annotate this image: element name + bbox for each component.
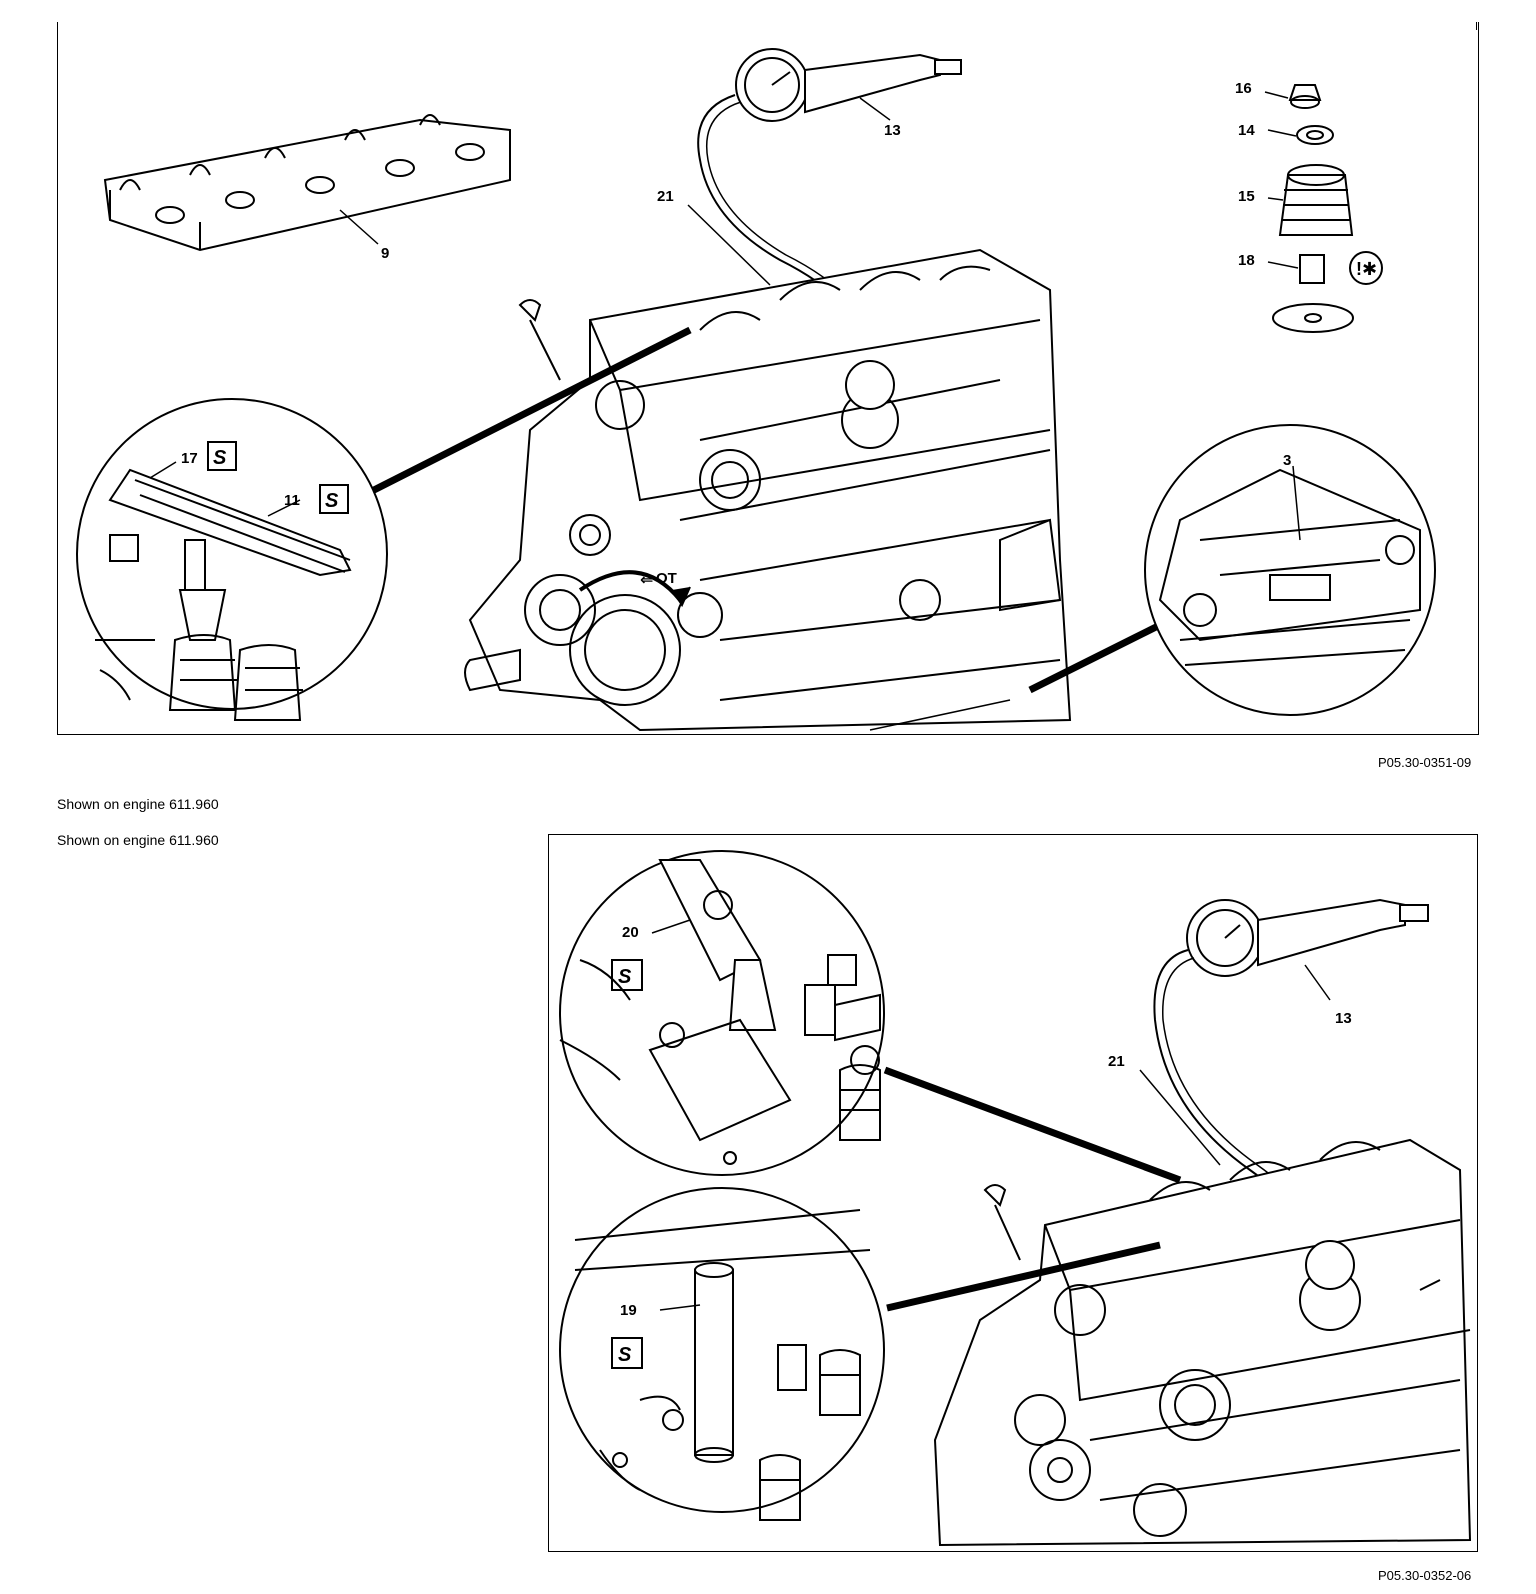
valve-parts-stack: !✱ [1264,84,1383,333]
figure-1-id: P05.30-0351-09 [1378,755,1472,770]
svg-text:⇐: ⇐ [640,572,653,589]
callout-16: 16 [1235,80,1252,97]
detail-leader-left [368,326,692,496]
callout-21-fig2: 21 [1108,1053,1125,1070]
svg-text:S: S [325,490,339,512]
figure-2-id: P05.30-0352-06 [1378,1568,1472,1583]
compression-gauge [697,48,962,361]
svg-text:!✱: !✱ [1356,259,1377,279]
callout-15: 15 [1238,188,1255,205]
detail-circle-left: S S [76,398,388,721]
compression-gauge-2 [1139,898,1429,1271]
callout-21: 21 [657,188,674,205]
svg-text:S: S [213,447,227,469]
detail-leader-top [883,1066,1182,1184]
detail-circle-top: S [559,850,885,1176]
callout-14: 14 [1238,122,1255,139]
engine-block-2 [933,1138,1472,1547]
callout-13-fig2: 13 [1335,1010,1352,1027]
svg-text:S: S [618,966,632,988]
detail-leader-bottom [886,1241,1161,1312]
callout-19: 19 [620,1302,637,1319]
detail-leader-right [1028,616,1172,694]
ot-marker-label: OT [656,570,677,587]
callout-17: 17 [181,450,198,467]
callout-9: 9 [381,245,390,262]
callout-18: 18 [1238,252,1255,269]
callout-11: 11 [284,492,300,509]
bearing-bridge-part [103,114,511,252]
engine-block: ⇐ [464,248,1072,732]
figure-2-frame [548,834,1478,1552]
callout-13: 13 [884,122,901,139]
callout-20: 20 [622,924,639,941]
detail-circle-right [1144,424,1436,716]
note-engine-1: Shown on engine 611.960 [57,796,219,812]
figure-1-frame [57,22,1479,735]
svg-text:S: S [618,1344,632,1366]
note-engine-2: Shown on engine 611.960 [57,832,219,848]
detail-circle-bottom: S [559,1187,885,1521]
callout-3: 3 [1283,452,1292,469]
frame-corner-tick [1476,22,1477,30]
